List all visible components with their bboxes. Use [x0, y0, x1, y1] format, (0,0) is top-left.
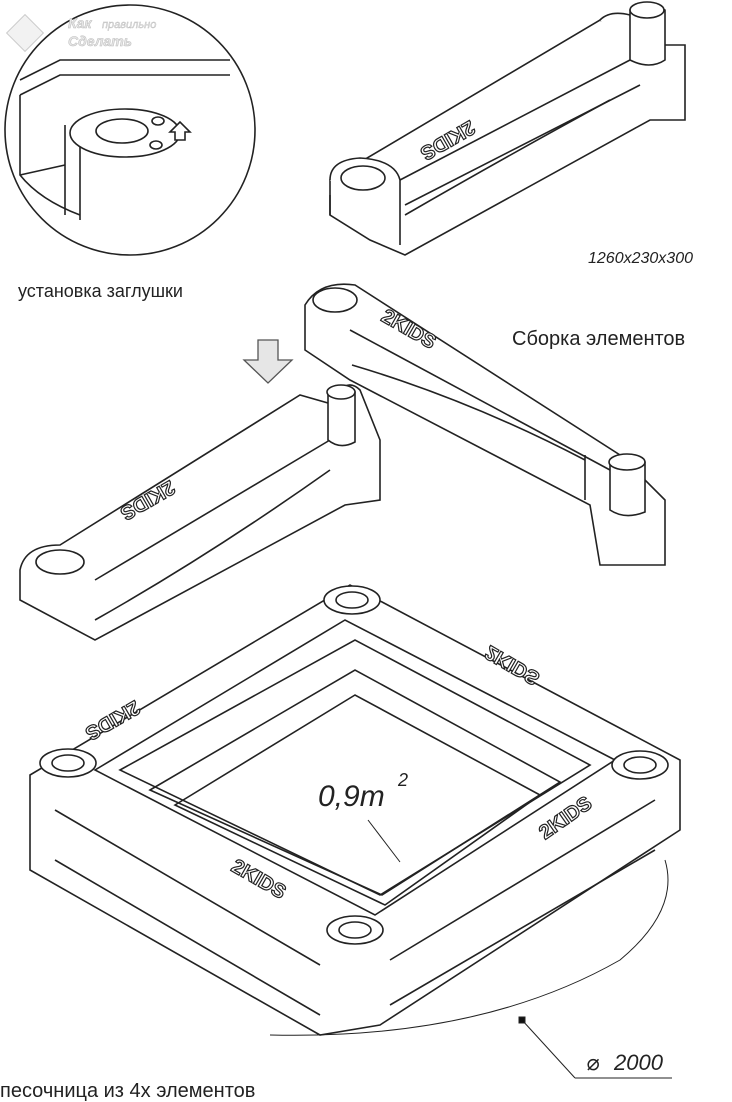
inset-detail [4, 4, 256, 256]
diameter-value: 2000 [613, 1050, 664, 1075]
watermark-logo: Как правильно Сделать [5, 13, 157, 53]
assembly-label: Сборка элементов [512, 328, 685, 350]
bottom-caption: песочница из 4х элементов [0, 1080, 255, 1102]
inset-caption: установка заглушки [18, 281, 183, 301]
watermark-line1: Как [68, 15, 92, 31]
down-arrow-icon [242, 339, 294, 384]
assembly-block-left [19, 384, 381, 641]
dimensions-label: 1260x230x300 [588, 250, 693, 267]
diameter-symbol: ⌀ [586, 1051, 600, 1076]
single-block [329, 1, 686, 256]
diameter-dimension [269, 859, 672, 1079]
assembly-block-right [304, 283, 666, 566]
area-label: 0,9m 2 [318, 770, 408, 863]
area-value: 0,9m [318, 780, 385, 813]
watermark-line1b: правильно [102, 19, 156, 31]
area-exponent: 2 [397, 770, 408, 790]
watermark-line2: Сделать [68, 33, 132, 49]
sandbox-square [29, 584, 681, 1036]
